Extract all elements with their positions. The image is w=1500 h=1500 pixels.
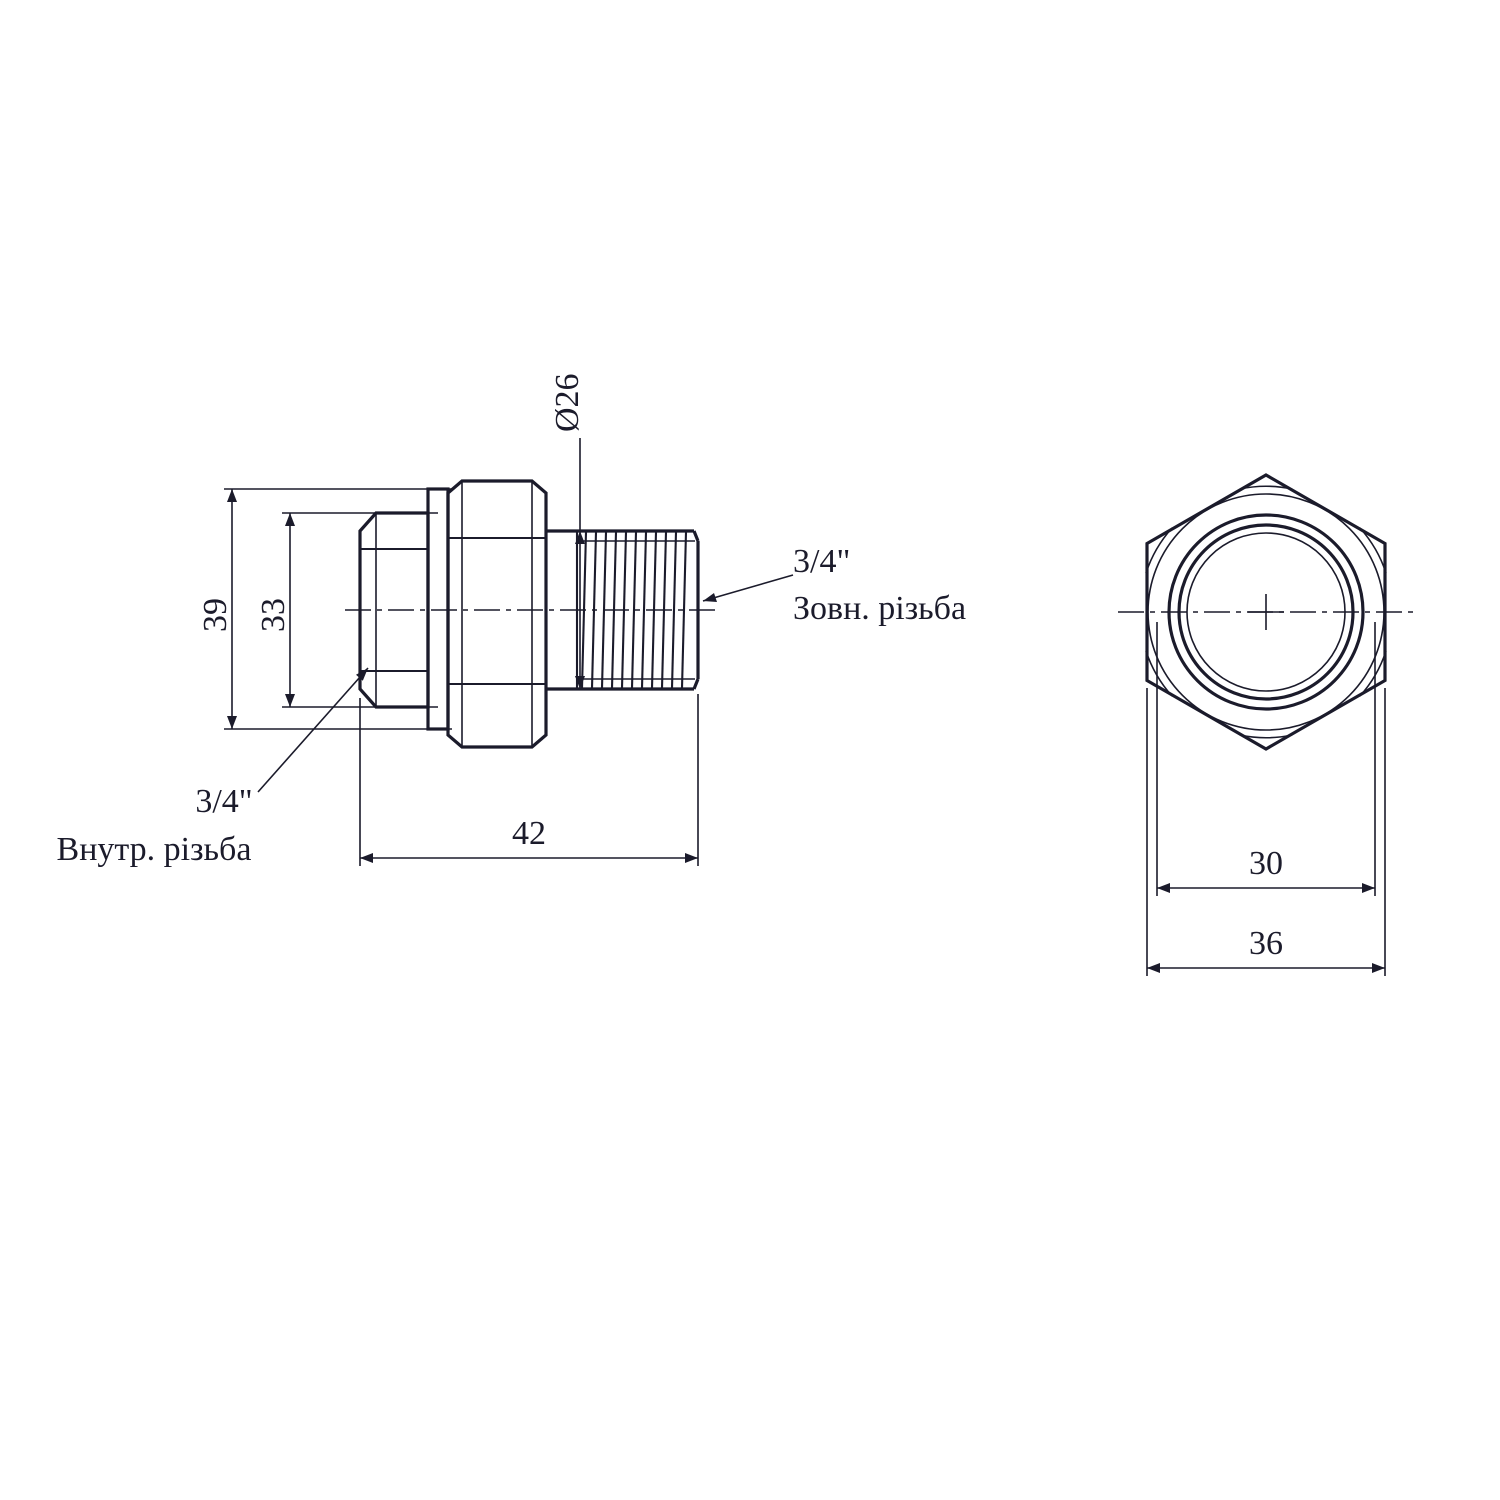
hex-body-facet-lines xyxy=(448,536,546,686)
dim-flange-height: 39 xyxy=(197,488,452,730)
hex-body-bevel-edges xyxy=(461,481,533,747)
flange-ring xyxy=(426,487,450,731)
thread-end-chamfer xyxy=(692,530,700,690)
dim-arrow-down xyxy=(227,716,237,729)
external-thread-label-text: Зовн. різьба xyxy=(793,590,966,627)
thread-crest-lines xyxy=(546,529,694,691)
dim-flange-height-text: 39 xyxy=(197,598,234,632)
thread-minor-circle xyxy=(1177,523,1355,701)
hex-outline xyxy=(1145,473,1387,751)
leader-line xyxy=(702,574,794,602)
thread-major-circle xyxy=(1167,513,1365,711)
internal-thread-callout: 3/4" Внутр. різьба xyxy=(57,667,369,868)
dim-thread-diameter: Ø26 xyxy=(549,373,586,689)
thread-circles xyxy=(1147,493,1385,731)
fitting-outline xyxy=(358,479,700,749)
internal-thread-size-text: 3/4" xyxy=(195,783,252,820)
leader-arrow xyxy=(356,668,368,681)
chamfer-arc xyxy=(1239,734,1293,739)
thread-line xyxy=(600,531,608,689)
thread-line xyxy=(670,531,678,689)
dim-arrow-right xyxy=(1362,883,1375,893)
dim-inner-width: 30 xyxy=(1156,622,1376,896)
leader-arrow xyxy=(703,593,717,602)
dim-arrow-right xyxy=(685,853,698,863)
dim-inner-width-text: 30 xyxy=(1249,845,1283,882)
side-view: Ø26 39 33 42 3 xyxy=(57,373,967,868)
thread-line xyxy=(610,531,618,689)
dim-length-text: 42 xyxy=(512,815,546,852)
bore-circle xyxy=(1186,532,1346,692)
dim-arrow-up xyxy=(575,531,585,544)
dim-nut-height-text: 33 xyxy=(255,598,292,632)
extension-lines xyxy=(224,488,452,730)
chamfer-arc xyxy=(1359,527,1387,574)
external-thread-size-text: 3/4" xyxy=(793,543,850,580)
internal-thread-label-text: Внутр. різьба xyxy=(57,831,252,868)
dim-arrow-left xyxy=(360,853,373,863)
dim-thread-diameter-text: Ø26 xyxy=(549,373,586,432)
center-cross xyxy=(1248,594,1284,630)
thread-line xyxy=(590,531,598,689)
extension-lines xyxy=(359,694,699,866)
dim-outer-width-text: 36 xyxy=(1249,925,1283,962)
thread-line xyxy=(680,531,688,689)
dim-arrow-up xyxy=(285,513,295,526)
thread-line xyxy=(580,531,588,689)
dim-arrow-up xyxy=(227,489,237,502)
dim-arrow-down xyxy=(575,676,585,689)
dim-outer-width: 36 xyxy=(1146,688,1386,976)
thread-line xyxy=(620,531,628,689)
hex-body-outline xyxy=(446,479,548,749)
dim-arrow-left xyxy=(1157,883,1170,893)
external-thread-lines xyxy=(580,531,688,689)
extension-lines xyxy=(1146,688,1386,976)
external-thread-callout: 3/4" Зовн. різьба xyxy=(702,543,966,627)
chamfer-circle xyxy=(1147,493,1385,731)
thread-line xyxy=(660,531,668,689)
thread-line xyxy=(650,531,658,689)
thread-line xyxy=(640,531,648,689)
chamfer-arc xyxy=(1239,485,1293,490)
leader-line xyxy=(257,667,369,793)
thread-line xyxy=(630,531,638,689)
dim-arrow-down xyxy=(285,694,295,707)
dim-arrow-right xyxy=(1372,963,1385,973)
chamfer-arc xyxy=(1145,527,1173,574)
dim-arrow-left xyxy=(1147,963,1160,973)
dim-length: 42 xyxy=(359,694,699,866)
end-view: 30 36 xyxy=(1118,473,1414,976)
extension-lines xyxy=(1156,622,1376,896)
union-nut-facet-lines xyxy=(360,547,428,673)
